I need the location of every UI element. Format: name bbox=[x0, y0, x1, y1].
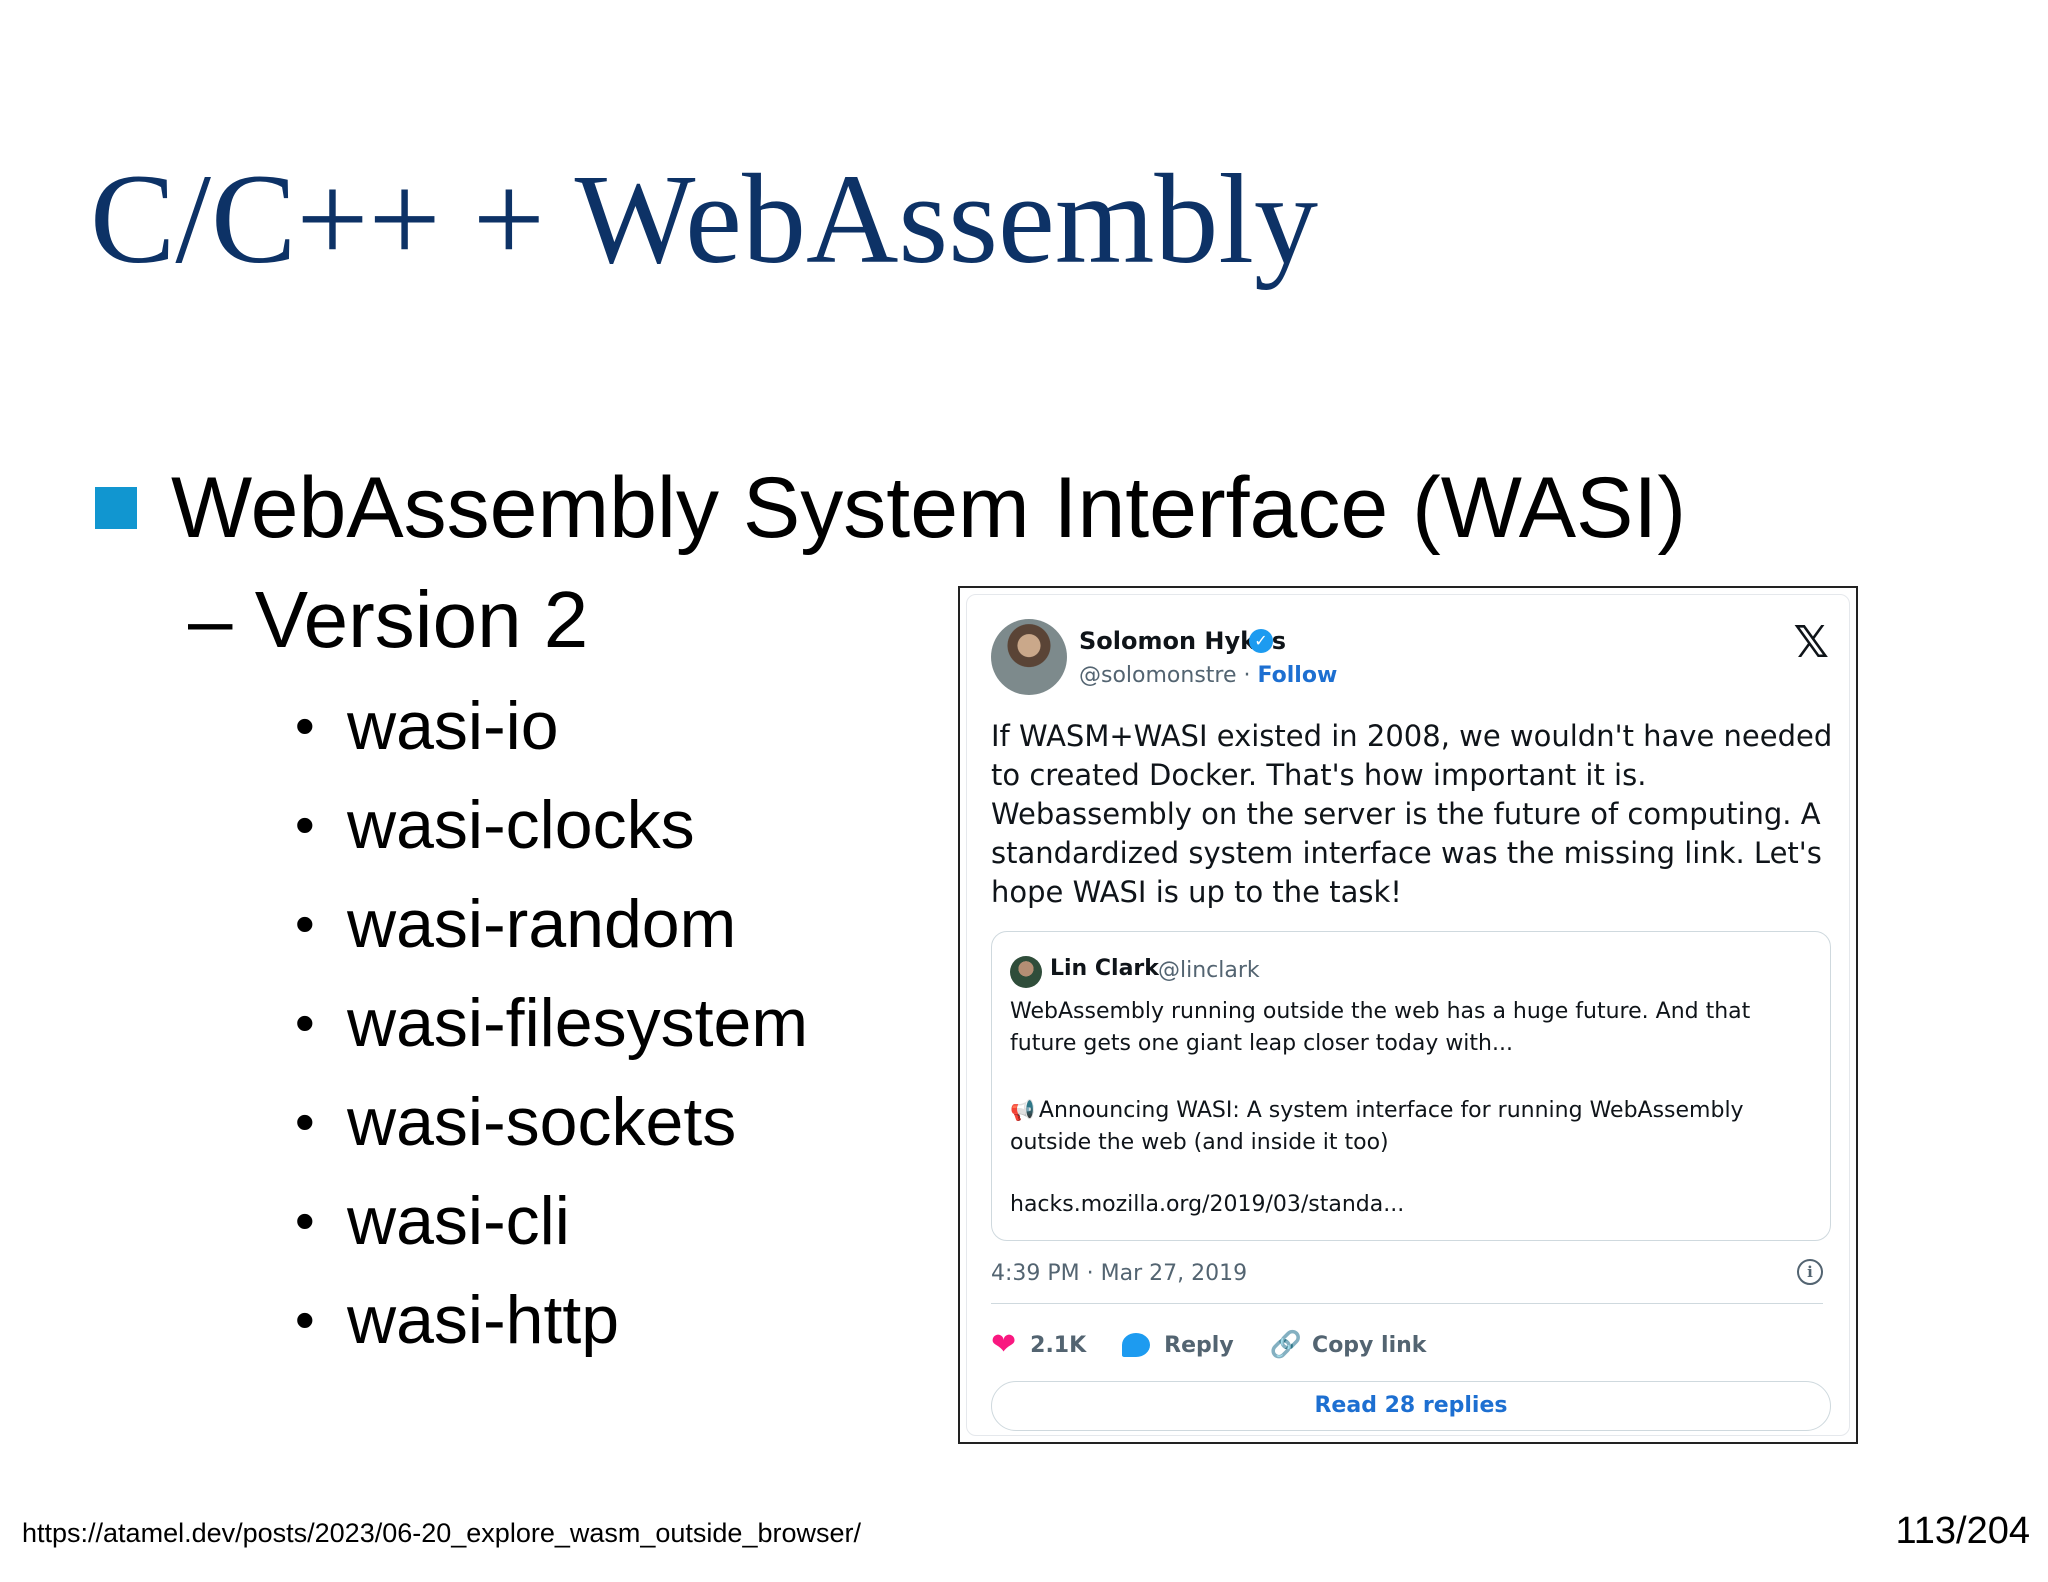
bullet-dot-icon: • bbox=[295, 1288, 315, 1351]
list-item: •wasi-cli bbox=[295, 1187, 808, 1286]
divider bbox=[991, 1303, 1823, 1304]
heart-icon: ❤ bbox=[991, 1327, 1017, 1362]
bullet-dot-icon: • bbox=[295, 694, 315, 757]
list-item: •wasi-random bbox=[295, 890, 808, 989]
tweet-author-handle: @solomonstre · Follow bbox=[1079, 663, 1337, 688]
list-item: •wasi-sockets bbox=[295, 1088, 808, 1187]
page-number: 113/204 bbox=[1895, 1510, 2030, 1552]
footer-source-url[interactable]: https://atamel.dev/posts/2023/06-20_expl… bbox=[22, 1518, 861, 1548]
info-icon[interactable]: i bbox=[1797, 1259, 1823, 1285]
like-button[interactable]: ❤ 2.1K bbox=[991, 1330, 1086, 1360]
like-count: 2.1K bbox=[1030, 1332, 1087, 1358]
tweet-actions: ❤ 2.1K Reply 🔗 Copy link bbox=[991, 1325, 1462, 1365]
reply-label: Reply bbox=[1164, 1332, 1234, 1358]
list-item: •wasi-http bbox=[295, 1286, 808, 1385]
list-item-text: wasi-filesystem bbox=[347, 985, 808, 1061]
tweet-screenshot-frame: Solomon Hykes ✓ @solomonstre · Follow 𝕏 … bbox=[958, 586, 1858, 1444]
megaphone-icon: 📢 bbox=[1010, 1098, 1035, 1122]
bullet-dot-icon: • bbox=[295, 1090, 315, 1153]
list-item-text: wasi-io bbox=[347, 688, 559, 764]
wasi-module-list: •wasi-io •wasi-clocks •wasi-random •wasi… bbox=[295, 692, 808, 1385]
announcement-text: Announcing WASI: A system interface for … bbox=[1010, 1098, 1744, 1155]
tweet-timestamp[interactable]: 4:39 PM · Mar 27, 2019 bbox=[991, 1261, 1248, 1286]
tweet-card: Solomon Hykes ✓ @solomonstre · Follow 𝕏 … bbox=[966, 594, 1850, 1436]
tweet-text: If WASM+WASI existed in 2008, we wouldn'… bbox=[991, 719, 1833, 909]
quoted-author-name: Lin Clark bbox=[1050, 956, 1159, 981]
handle-text[interactable]: @solomonstre bbox=[1079, 663, 1237, 688]
quoted-author-handle: @linclark bbox=[1158, 958, 1260, 983]
bullet-dot-icon: • bbox=[295, 793, 315, 856]
author-avatar[interactable] bbox=[991, 619, 1067, 695]
list-item: •wasi-io bbox=[295, 692, 808, 791]
bullet-dot-icon: • bbox=[295, 892, 315, 955]
follow-button[interactable]: Follow bbox=[1257, 663, 1338, 688]
main-bullet-text: WebAssembly System Interface (WASI) bbox=[171, 460, 1686, 556]
list-item-text: wasi-random bbox=[347, 886, 737, 962]
handle-separator: · bbox=[1236, 663, 1258, 688]
link-icon: 🔗 bbox=[1269, 1330, 1303, 1360]
list-item: •wasi-clocks bbox=[295, 791, 808, 890]
read-replies-button[interactable]: Read 28 replies bbox=[991, 1381, 1831, 1431]
square-bullet-icon bbox=[95, 487, 137, 529]
quoted-tweet-text: WebAssembly running outside the web has … bbox=[1010, 999, 1751, 1056]
copy-link-label: Copy link bbox=[1312, 1332, 1427, 1358]
quoted-author-avatar bbox=[1010, 956, 1042, 988]
quoted-tweet[interactable]: Lin Clark @linclark WebAssembly running … bbox=[991, 931, 1831, 1241]
copy-link-button[interactable]: 🔗 Copy link bbox=[1270, 1330, 1427, 1360]
x-logo-icon[interactable]: 𝕏 bbox=[1793, 617, 1829, 668]
reply-button[interactable]: Reply bbox=[1122, 1333, 1234, 1358]
verified-badge-icon: ✓ bbox=[1249, 629, 1273, 653]
list-item-text: wasi-clocks bbox=[347, 787, 695, 863]
quoted-tweet-link[interactable]: hacks.mozilla.org/2019/03/standa... bbox=[1010, 1192, 1405, 1217]
list-item-text: wasi-http bbox=[347, 1282, 620, 1358]
reply-bubble-icon bbox=[1122, 1333, 1151, 1357]
list-item: •wasi-filesystem bbox=[295, 989, 808, 1088]
sub-bullet-version: – Version 2 bbox=[188, 575, 589, 664]
list-item-text: wasi-cli bbox=[347, 1183, 570, 1259]
quoted-tweet-announcement: 📢Announcing WASI: A system interface for… bbox=[1010, 1094, 1820, 1159]
bullet-dot-icon: • bbox=[295, 1189, 315, 1252]
bullet-dot-icon: • bbox=[295, 991, 315, 1054]
list-item-text: wasi-sockets bbox=[347, 1084, 737, 1160]
slide-title: C/C++ + WebAssembly bbox=[90, 148, 1318, 290]
main-bullet: WebAssembly System Interface (WASI) bbox=[95, 458, 1686, 558]
